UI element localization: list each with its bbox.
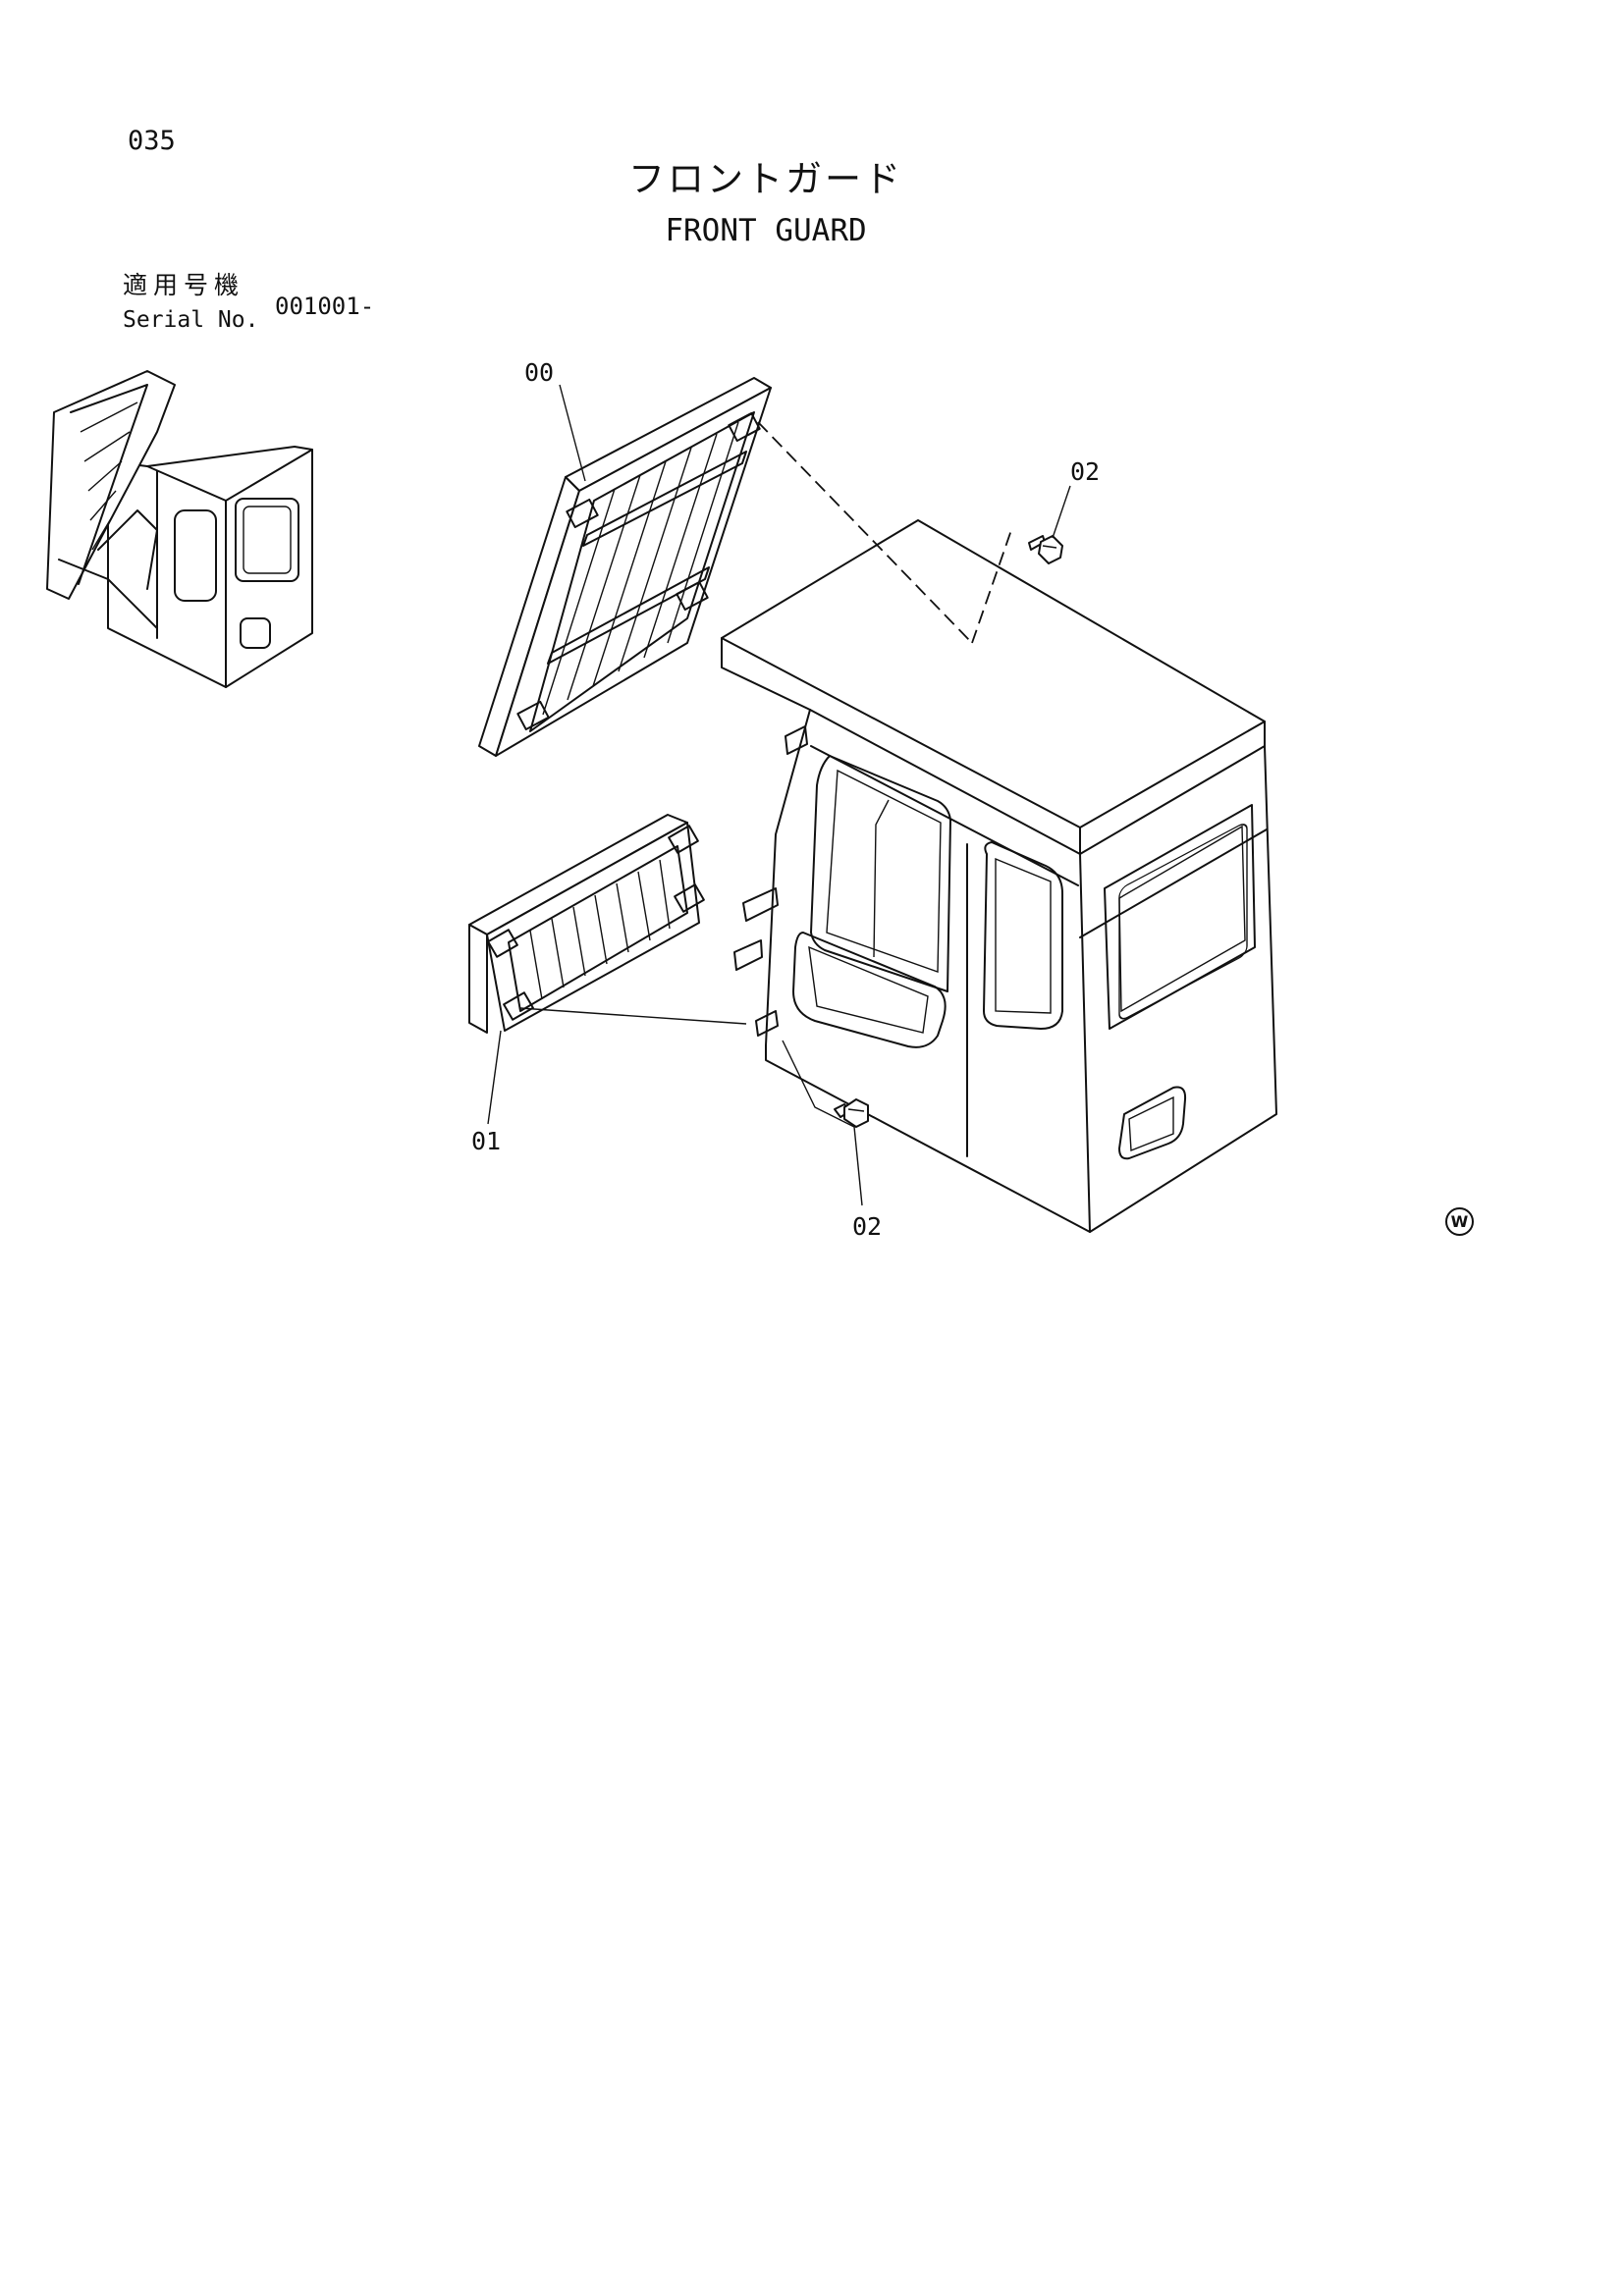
serial-label-japanese: 適用号機: [123, 271, 245, 299]
bolt-part-02-bottom: [834, 1098, 869, 1128]
overview-thumbnail: [46, 370, 313, 688]
assembly-line-00: [757, 421, 973, 644]
callout-part-02-top: 02: [1070, 457, 1101, 486]
page-number: 035: [128, 126, 176, 156]
page-title-english: FRONT GUARD: [665, 213, 867, 248]
callout-part-02-bottom: 02: [852, 1212, 883, 1241]
leader-line-00: [559, 384, 586, 482]
operator-cab: [721, 519, 1277, 1233]
serial-label-english: Serial No.: [123, 307, 259, 333]
page-title-japanese: フロントガード: [628, 158, 903, 200]
leader-line-01: [487, 1030, 502, 1125]
callout-part-00: 00: [524, 358, 555, 387]
callout-part-01: 01: [471, 1127, 502, 1155]
assembly-line-01: [519, 1007, 747, 1025]
leader-line-02-bottom: [782, 1040, 863, 1206]
serial-number-value: 001001-: [275, 293, 375, 320]
front-guard-lower-part-01: [468, 814, 705, 1034]
circled-w-mark: W: [1445, 1207, 1474, 1236]
bolt-part-02-top: [1028, 535, 1063, 564]
front-guard-upper-part-00: [478, 377, 772, 757]
leader-line-02-top: [1052, 485, 1071, 539]
